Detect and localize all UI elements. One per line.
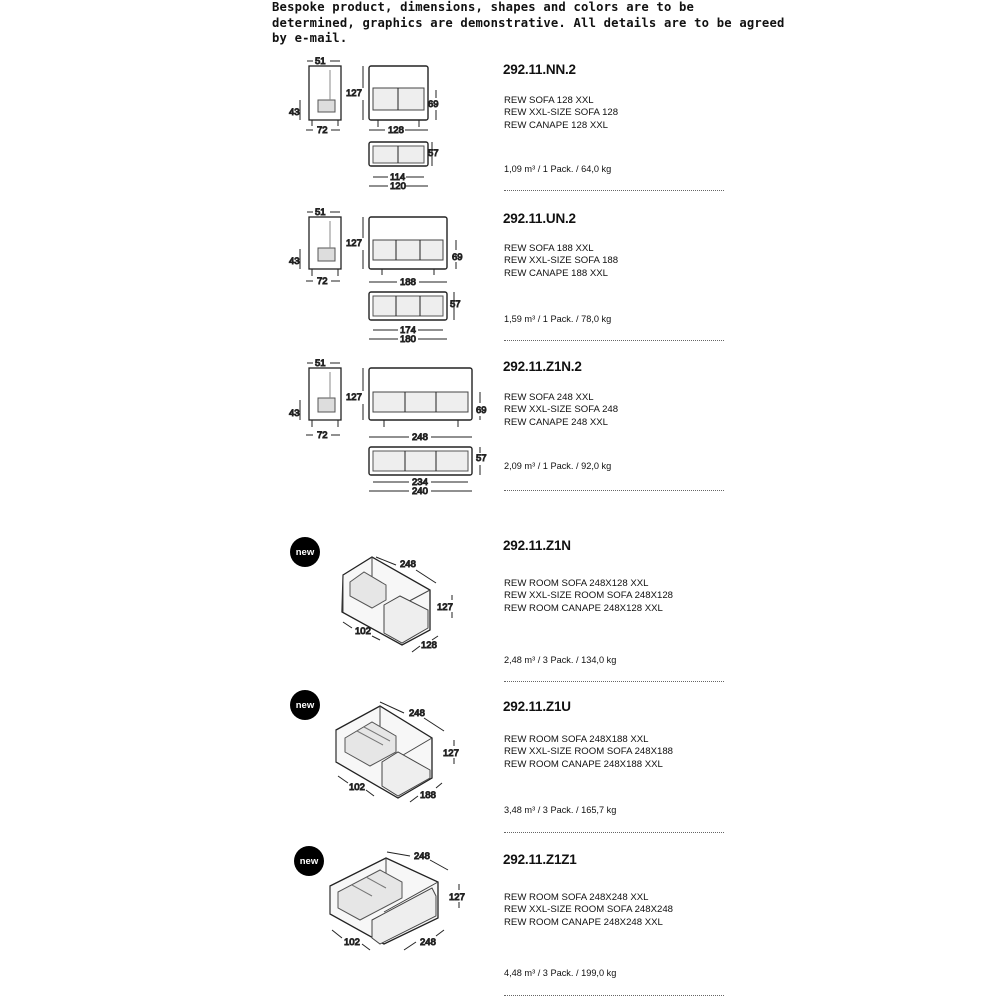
dotted-divider — [504, 832, 724, 833]
product-name: REW SOFA 128 XXL — [504, 95, 594, 106]
dim-width: 128 — [388, 125, 404, 136]
product-name: REW ROOM CANAPE 248X188 XXL — [504, 758, 663, 770]
dim-height: 127 — [449, 892, 465, 903]
new-badge: new — [290, 690, 320, 720]
dim-inner: 174 — [400, 325, 416, 336]
product-code: 292.11.UN.2 — [503, 211, 576, 226]
dotted-divider — [504, 490, 724, 491]
dim-inner: 114 — [390, 172, 405, 183]
dim-seat-height: 43 — [289, 107, 300, 118]
product-name: REW ROOM SOFA 248X248 XXL — [504, 892, 649, 903]
disclaimer-line: determined, graphics are demonstrative. … — [272, 15, 785, 30]
dim-outer: 240 — [412, 486, 428, 497]
product-code: 292.11.Z1Z1 — [503, 852, 577, 867]
dim-width: 188 — [400, 277, 416, 288]
dimension-drawing: 51 43 72 127 69 248 57 234 240 — [289, 358, 488, 498]
dimension-drawing: 51 43 72 127 69 188 57 174 180 — [289, 207, 464, 346]
dim-outer: 120 — [390, 181, 406, 192]
disclaimer-text: Bespoke product, dimensions, shapes and … — [272, 0, 785, 47]
product-name: REW ROOM SOFA 248X188 XXL — [504, 734, 649, 745]
dim-side-depth: 51 — [315, 56, 326, 67]
product-names: REW ROOM SOFA 248X188 XXL REW XXL-SIZE R… — [504, 734, 673, 771]
dim-base: 72 — [317, 430, 328, 441]
product-code: 292.11.Z1N.2 — [503, 359, 582, 374]
dim-outer: 180 — [400, 334, 416, 345]
dim-seat-height: 43 — [289, 256, 300, 267]
dim-width: 248 — [420, 937, 436, 948]
packaging-info: 2,48 m³ / 3 Pack. / 134,0 kg — [504, 655, 617, 665]
dim-base: 72 — [317, 125, 328, 136]
dimension-drawing: 51 43 72 127 69 128 57 114 120 — [289, 56, 440, 193]
dotted-divider — [504, 190, 724, 191]
packaging-info: 1,09 m³ / 1 Pack. / 64,0 kg — [504, 164, 612, 174]
product-names: REW ROOM SOFA 248X128 XXL REW XXL-SIZE R… — [504, 578, 673, 615]
dim-height: 127 — [346, 88, 362, 99]
product-names: REW SOFA 128 XXL REW XXL-SIZE SOFA 128 R… — [504, 95, 618, 132]
packaging-info: 1,59 m³ / 1 Pack. / 78,0 kg — [504, 314, 612, 324]
product-name: REW XXL-SIZE ROOM SOFA 248X188 — [504, 746, 674, 758]
packaging-info: 2,09 m³ / 1 Pack. / 92,0 kg — [504, 461, 612, 471]
room-sofa-drawing: 248 127 102 188 — [335, 701, 459, 803]
product-code: 292.11.Z1N — [503, 538, 571, 553]
dim-height: 127 — [443, 748, 459, 759]
packaging-info: 3,48 m³ / 3 Pack. / 165,7 kg — [504, 805, 617, 815]
product-name: REW CANAPE 248 XXL — [504, 416, 608, 428]
dim-length: 248 — [400, 559, 416, 570]
product-name: REW ROOM SOFA 248X128 XXL — [504, 578, 649, 589]
dim-arm: 69 — [452, 252, 463, 263]
dim-width: 188 — [420, 790, 436, 801]
room-sofa-drawing: 248 127 102 248 — [329, 851, 465, 951]
dim-depth: 102 — [355, 626, 371, 637]
dim-width: 128 — [421, 640, 437, 651]
dim-length: 248 — [409, 708, 425, 719]
dim-height: 127 — [437, 602, 453, 613]
dim-base: 72 — [317, 276, 328, 287]
dim-depth: 57 — [428, 148, 439, 159]
dim-depth: 102 — [344, 937, 360, 948]
product-name: REW SOFA 248 XXL — [504, 392, 594, 403]
dim-depth: 57 — [476, 453, 487, 464]
product-name: REW ROOM CANAPE 248X248 XXL — [504, 916, 663, 928]
product-name: REW CANAPE 188 XXL — [504, 267, 608, 279]
dim-arm: 69 — [476, 405, 487, 416]
dotted-divider — [504, 995, 724, 996]
dim-side-depth: 51 — [315, 358, 326, 369]
dim-height: 127 — [346, 392, 362, 403]
product-name: REW SOFA 188 XXL — [504, 243, 594, 254]
disclaimer-line: by e-mail. — [272, 31, 348, 45]
product-names: REW SOFA 188 XXL REW XXL-SIZE SOFA 188 R… — [504, 243, 618, 280]
product-names: REW SOFA 248 XXL REW XXL-SIZE SOFA 248 R… — [504, 392, 618, 429]
dotted-divider — [504, 681, 724, 682]
dim-depth: 102 — [349, 782, 365, 793]
product-name: REW CANAPE 128 XXL — [504, 119, 608, 131]
product-name: REW XXL-SIZE ROOM SOFA 248X128 — [504, 590, 674, 602]
dim-inner: 234 — [412, 477, 428, 488]
dim-depth: 57 — [450, 299, 461, 310]
product-name: REW XXL-SIZE SOFA 248 — [504, 404, 619, 416]
product-code: 292.11.Z1U — [503, 699, 571, 714]
dim-seat-height: 43 — [289, 408, 300, 419]
dim-side-depth: 51 — [315, 207, 326, 218]
dim-width: 248 — [412, 432, 428, 443]
product-name: REW XXL-SIZE ROOM SOFA 248X248 — [504, 904, 674, 916]
room-sofa-drawing: 248 127 102 128 — [341, 556, 453, 653]
dim-length: 248 — [414, 851, 430, 862]
product-names: REW ROOM SOFA 248X248 XXL REW XXL-SIZE R… — [504, 892, 673, 929]
dim-height: 127 — [346, 238, 362, 249]
dim-arm: 69 — [428, 99, 439, 110]
dotted-divider — [504, 340, 724, 341]
product-code: 292.11.NN.2 — [503, 62, 576, 77]
disclaimer-line: Bespoke product, dimensions, shapes and … — [272, 0, 695, 14]
product-name: REW ROOM CANAPE 248X128 XXL — [504, 602, 663, 614]
product-name: REW XXL-SIZE SOFA 188 — [504, 255, 619, 267]
packaging-info: 4,48 m³ / 3 Pack. / 199,0 kg — [504, 968, 617, 978]
new-badge: new — [294, 846, 324, 876]
new-badge: new — [290, 537, 320, 567]
product-name: REW XXL-SIZE SOFA 128 — [504, 107, 619, 119]
